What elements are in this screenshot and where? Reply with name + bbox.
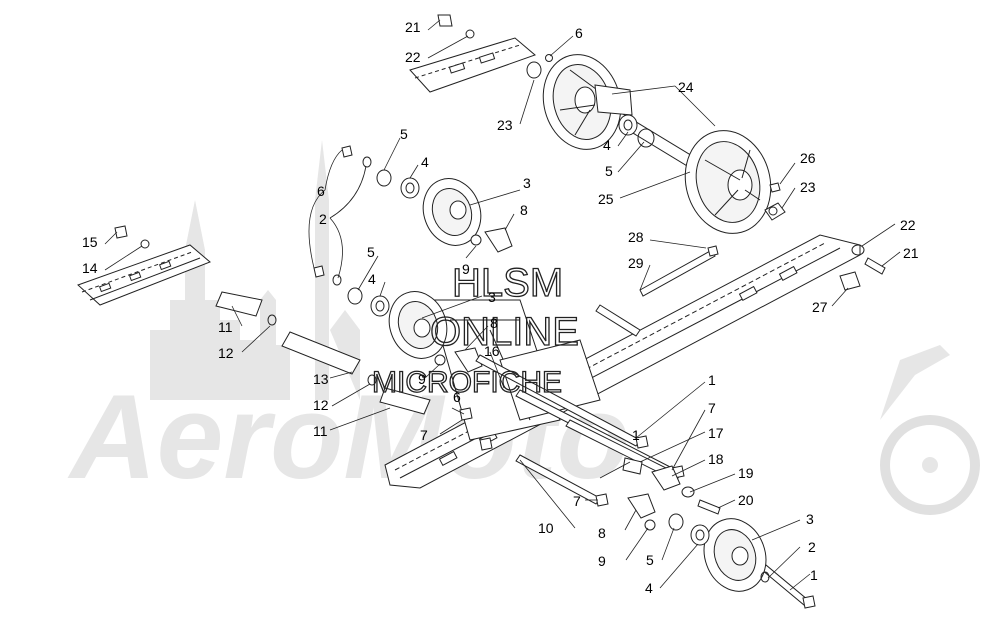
callout-9: 9 xyxy=(418,371,426,387)
callout-13: 13 xyxy=(313,371,329,387)
watermark-line-3: MICROFICHE xyxy=(372,366,562,399)
callout-1: 1 xyxy=(708,372,716,388)
callout-11: 11 xyxy=(218,319,233,335)
callout-22: 22 xyxy=(900,217,916,233)
callout-20: 20 xyxy=(738,492,754,508)
callout-5: 5 xyxy=(646,552,654,568)
callout-3: 3 xyxy=(523,175,531,191)
callout-6: 6 xyxy=(575,25,583,41)
callout-3: 3 xyxy=(488,289,496,305)
upper-rail-rear xyxy=(409,37,536,93)
rear-axle-assembly xyxy=(437,14,786,234)
callout-14: 14 xyxy=(82,260,98,276)
callout-18: 18 xyxy=(708,451,724,467)
callout-23: 23 xyxy=(497,117,513,133)
callout-4: 4 xyxy=(603,137,611,153)
callout-19: 19 xyxy=(738,465,754,481)
callout-23: 23 xyxy=(800,179,816,195)
callout-26: 26 xyxy=(800,150,816,166)
callout-7: 7 xyxy=(708,400,716,416)
callout-5: 5 xyxy=(605,163,613,179)
callout-4: 4 xyxy=(421,154,429,170)
callout-8: 8 xyxy=(520,202,528,218)
callout-6: 6 xyxy=(453,389,461,405)
lower-idler-wheel xyxy=(622,244,886,592)
callout-12: 12 xyxy=(218,345,234,361)
callout-7: 7 xyxy=(573,493,581,509)
callout-16: 16 xyxy=(484,343,500,359)
callout-25: 25 xyxy=(598,191,614,207)
callout-21: 21 xyxy=(903,245,919,261)
watermark-line-2: ONLINE xyxy=(430,310,579,354)
callout-1: 1 xyxy=(632,427,640,443)
callout-8: 8 xyxy=(490,315,498,331)
callout-8: 8 xyxy=(598,525,606,541)
middle-idler-wheel xyxy=(313,265,483,373)
callout-27: 27 xyxy=(812,299,828,315)
callout-2: 2 xyxy=(319,211,327,227)
callout-22: 22 xyxy=(405,49,421,65)
callout-3: 3 xyxy=(806,511,814,527)
callout-1: 1 xyxy=(810,567,818,583)
callout-17: 17 xyxy=(708,425,724,441)
callout-9: 9 xyxy=(598,553,606,569)
callout-15: 15 xyxy=(82,234,98,250)
callout-29: 29 xyxy=(628,255,644,271)
callout-21: 21 xyxy=(405,19,421,35)
callout-5: 5 xyxy=(367,244,375,260)
callout-5: 5 xyxy=(400,126,408,142)
upper-idler-wheel xyxy=(341,145,513,253)
callout-12: 12 xyxy=(313,397,329,413)
callout-4: 4 xyxy=(645,580,653,596)
leader-lines xyxy=(104,19,901,591)
callout-10: 10 xyxy=(538,520,554,536)
spacers-and-shaft xyxy=(114,225,431,415)
callout-6: 6 xyxy=(317,183,325,199)
watermark-line-1: HLSM xyxy=(452,261,563,305)
watermark-text: HLSM ONLINE MICROFICHE xyxy=(371,260,579,399)
callout-2: 2 xyxy=(808,539,816,555)
left-rail-front xyxy=(77,244,211,306)
callout-labels: 2122624234525262354623891514282922212754… xyxy=(82,19,919,596)
callout-24: 24 xyxy=(678,79,694,95)
callout-11: 11 xyxy=(313,423,328,439)
callout-9: 9 xyxy=(462,261,470,277)
callout-4: 4 xyxy=(368,271,376,287)
callout-7: 7 xyxy=(420,427,428,443)
callout-28: 28 xyxy=(628,229,644,245)
